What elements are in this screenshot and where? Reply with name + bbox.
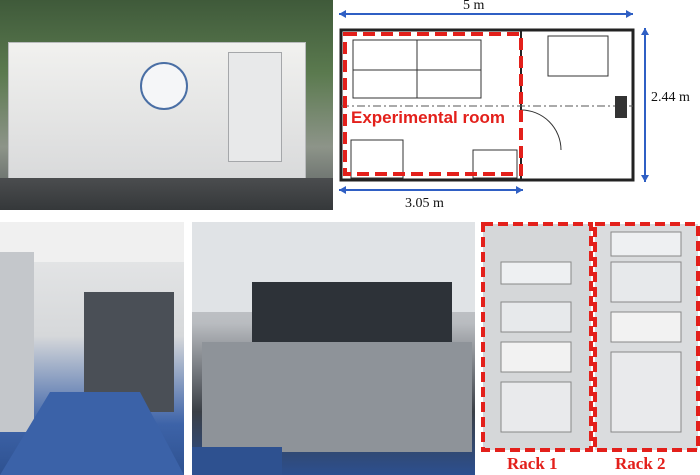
left-rack bbox=[0, 252, 34, 432]
rack2-module-3 bbox=[610, 311, 682, 343]
rack1-outline bbox=[481, 222, 593, 452]
rack2-outline bbox=[593, 222, 700, 452]
door-swing-arc bbox=[520, 109, 562, 151]
container-door bbox=[228, 52, 282, 162]
floor-plan-drawing bbox=[339, 10, 649, 194]
height-label: 2.44 m bbox=[651, 90, 690, 105]
rack2-module-2 bbox=[610, 261, 682, 303]
air-conditioner bbox=[615, 96, 627, 118]
rack1-label: Rack 1 bbox=[507, 454, 558, 473]
container-exterior-photo bbox=[0, 0, 333, 210]
container-logo bbox=[140, 62, 188, 110]
rack2-module-1 bbox=[610, 231, 682, 257]
rack2-label: Rack 2 bbox=[615, 454, 666, 473]
optical-table-photo bbox=[192, 222, 475, 475]
equipment-racks-photo: Rack 1 Rack 2 bbox=[481, 222, 700, 475]
outer-wall bbox=[339, 28, 635, 182]
corridor-illustration bbox=[0, 222, 184, 475]
exp-width-arrow-right bbox=[516, 186, 523, 194]
floor-plan-diagram: 5 m 2.44 m 3.05 m Experimental room bbox=[333, 0, 700, 215]
width-arrow-left bbox=[339, 10, 346, 18]
instrument-stack bbox=[202, 342, 472, 452]
equipment-illustration bbox=[192, 222, 475, 475]
height-arrow-bottom bbox=[641, 175, 649, 182]
floor bbox=[192, 447, 282, 475]
parking-lot-ground bbox=[0, 178, 333, 210]
width-arrow-right bbox=[626, 10, 633, 18]
rack2-module-4 bbox=[610, 351, 682, 433]
experimental-room-outline bbox=[343, 32, 523, 176]
experimental-room-label: Experimental room bbox=[349, 108, 507, 128]
rack1-module-4 bbox=[500, 381, 572, 433]
lower-desk bbox=[472, 149, 518, 179]
rack1-module-3 bbox=[500, 341, 572, 373]
racks-illustration bbox=[481, 222, 700, 452]
height-arrow-top bbox=[641, 28, 649, 35]
blue-floor bbox=[0, 392, 184, 475]
rack1-module-1 bbox=[500, 261, 572, 285]
exp-width-arrow-left bbox=[339, 186, 346, 194]
cabinet bbox=[547, 35, 609, 77]
rack1-module-2 bbox=[500, 301, 572, 333]
experimental-width-label: 3.05 m bbox=[405, 196, 444, 211]
width-label: 5 m bbox=[463, 0, 485, 13]
interior-corridor-photo bbox=[0, 222, 184, 475]
lower-bench bbox=[350, 139, 404, 179]
